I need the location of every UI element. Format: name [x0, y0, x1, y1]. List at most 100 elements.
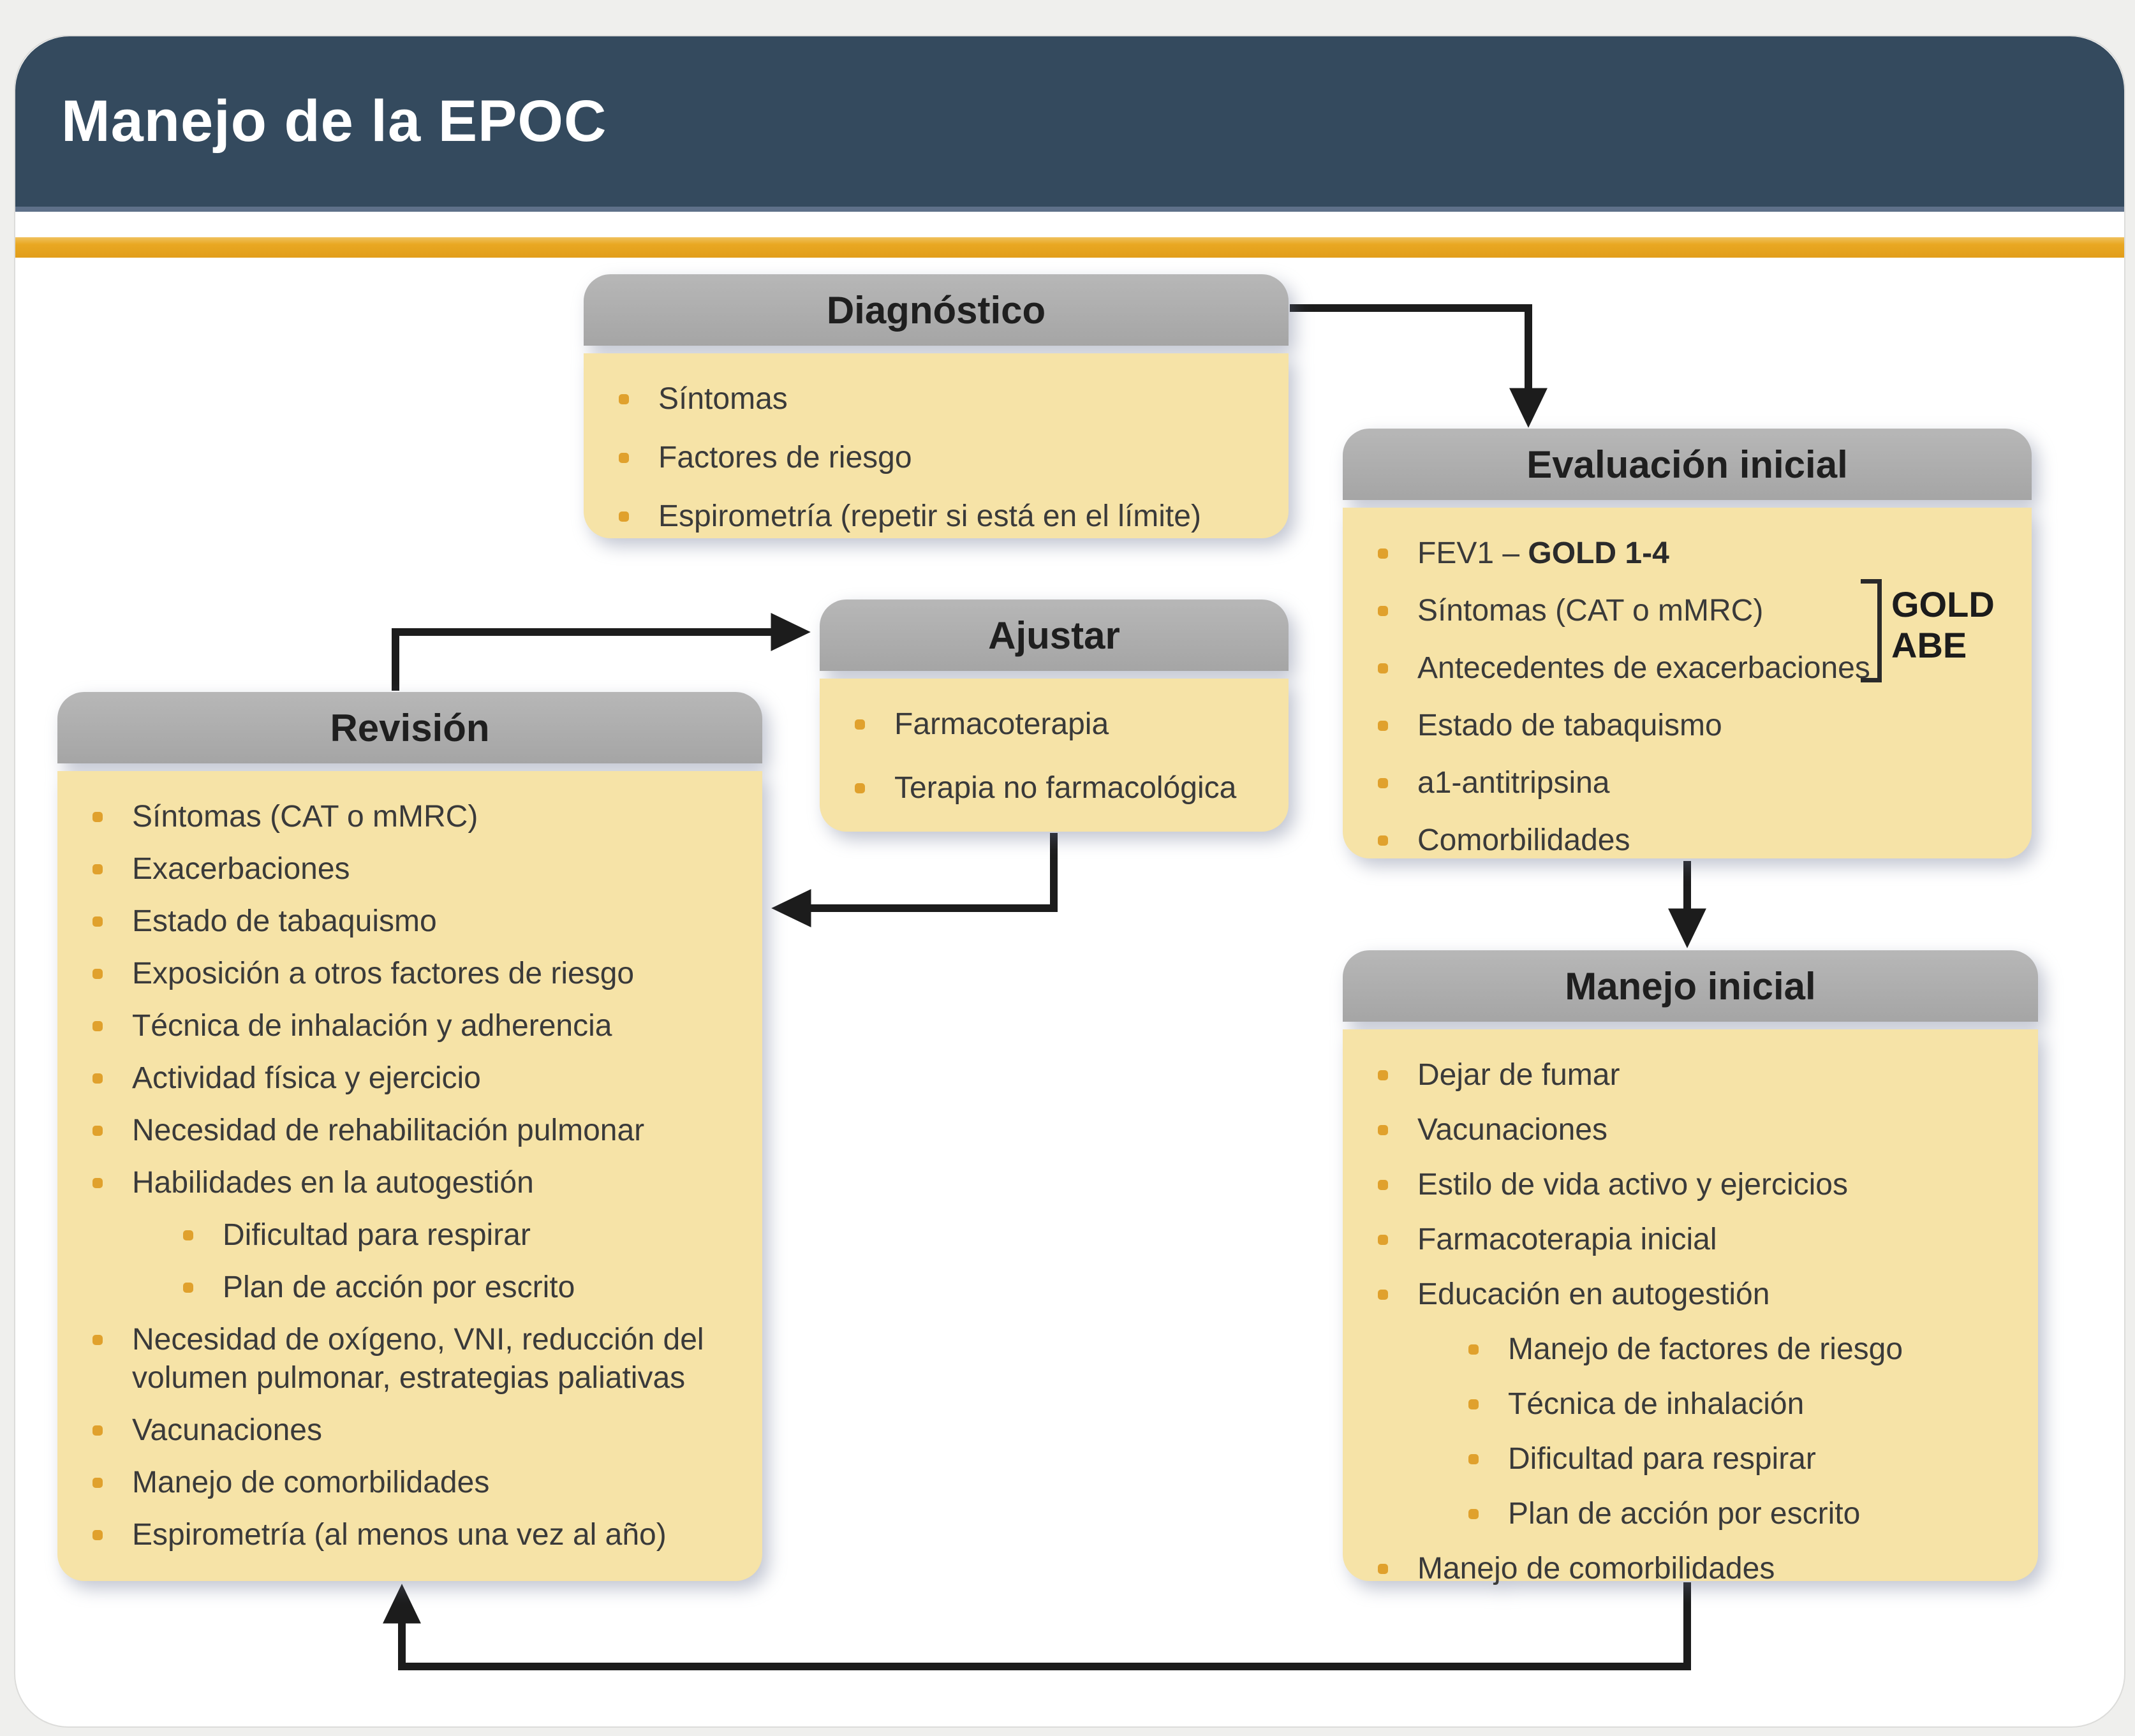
list-item-text: Dificultad para respirar [223, 1218, 531, 1252]
bullet-icon [92, 1021, 103, 1031]
accent-divider [15, 237, 2124, 258]
arrow-manejo-to-revision [383, 1582, 1691, 1670]
list-item-text: Plan de acción por escrito [223, 1270, 575, 1304]
list-item: Vacunaciones [1378, 1111, 2027, 1149]
list-item: Farmacoterapia inicial [1378, 1221, 2027, 1259]
list-item: Síntomas [619, 380, 1277, 418]
bullet-icon [1468, 1454, 1479, 1464]
list-item: a1-antitripsina [1378, 764, 2020, 802]
title-bar: Manejo de la EPOC [15, 36, 2124, 212]
node-title-text: Evaluación inicial [1526, 443, 1848, 486]
bullet-icon [619, 394, 629, 404]
node-revision: Revisión Síntomas (CAT o mMRC)Exacerbaci… [57, 692, 762, 1581]
list-item: Síntomas (CAT o mMRC) [1378, 592, 2020, 630]
list-item: Estilo de vida activo y ejercicios [1378, 1166, 2027, 1204]
list-item-text: Farmacoterapia [894, 707, 1109, 741]
list-item: Necesidad de rehabilitación pulmonar [92, 1112, 751, 1150]
list-item: Manejo de comorbilidades [92, 1464, 751, 1502]
bullet-icon [1378, 1564, 1388, 1574]
node-revision-title: Revisión [57, 692, 762, 763]
bullet-icon [1468, 1344, 1479, 1355]
arrow-ajustar-to-revision [771, 833, 1058, 927]
list-item: Vacunaciones [92, 1411, 751, 1450]
node-title-text: Diagnóstico [826, 288, 1046, 332]
list-item: Plan de acción por escrito [183, 1269, 751, 1307]
list-item: Factores de riesgo [619, 439, 1277, 477]
list-item: Estado de tabaquismo [92, 902, 751, 941]
list-item-text: Espirometría (repetir si está en el lími… [658, 499, 1201, 533]
bullet-icon [92, 812, 103, 822]
list-item: Farmacoterapia [855, 705, 1277, 744]
bullet-icon [1468, 1399, 1479, 1409]
list-item: Técnica de inhalación [1468, 1385, 2027, 1423]
gold-abe-line2: ABE [1891, 625, 1967, 665]
node-manejo-title: Manejo inicial [1343, 950, 2038, 1022]
list-item-text: a1-antitripsina [1417, 766, 1610, 800]
arrow-revision-to-ajustar [392, 613, 811, 691]
list-item: Estado de tabaquismo [1378, 707, 2020, 745]
bullet-icon [1378, 721, 1388, 731]
list-item-text: Vacunaciones [132, 1413, 322, 1447]
list-item: FEV1 – GOLD 1-4 [1378, 534, 2020, 573]
bullet-icon [92, 1073, 103, 1084]
bullet-icon [92, 1530, 103, 1540]
bullet-icon [1378, 663, 1388, 673]
bullet-icon [1378, 778, 1388, 788]
list-item-text: Técnica de inhalación [1508, 1387, 1805, 1421]
list-item-text: Estilo de vida activo y ejercicios [1417, 1168, 1848, 1202]
list-item-text: Plan de acción por escrito [1508, 1497, 1861, 1531]
page-title: Manejo de la EPOC [61, 89, 607, 154]
bullet-icon [1378, 1070, 1388, 1080]
bullet-icon [92, 969, 103, 979]
list-item-text: Exacerbaciones [132, 852, 350, 886]
list-item: Habilidades en la autogestión [92, 1164, 751, 1202]
list-item-text: Antecedentes de exacerbaciones [1417, 651, 1870, 685]
node-evaluacion-title: Evaluación inicial [1343, 429, 2032, 500]
list-item-text: Estado de tabaquismo [1417, 709, 1722, 742]
list-item-text: Dejar de fumar [1417, 1058, 1620, 1092]
list-item-text: Manejo de comorbilidades [1417, 1552, 1775, 1585]
list-item-text: Dificultad para respirar [1508, 1442, 1816, 1476]
bullet-icon [1378, 548, 1388, 559]
bullet-icon [1378, 1290, 1388, 1300]
bullet-icon [1468, 1509, 1479, 1519]
list-item: Exposición a otros factores de riesgo [92, 955, 751, 993]
node-title-text: Ajustar [988, 614, 1120, 657]
list-item: Comorbilidades [1378, 821, 2020, 860]
list-item-text: Síntomas [658, 382, 788, 416]
bullet-icon [619, 453, 629, 463]
list-item-text: Manejo de comorbilidades [132, 1466, 490, 1499]
list-item-text: FEV1 – GOLD 1-4 [1417, 536, 1669, 570]
list-item-text: Factores de riesgo [658, 441, 912, 474]
gold-abe-line1: GOLD [1891, 584, 1995, 624]
bullet-icon [92, 1425, 103, 1436]
list-item-text: Estado de tabaquismo [132, 904, 437, 938]
bullet-icon [92, 1178, 103, 1188]
bullet-icon [1378, 606, 1388, 616]
list-item: Antecedentes de exacerbaciones [1378, 649, 2020, 688]
bullet-icon [1378, 1180, 1388, 1190]
list-item-text: Habilidades en la autogestión [132, 1166, 534, 1200]
node-title-text: Manejo inicial [1565, 964, 1816, 1008]
list-item-text: Manejo de factores de riesgo [1508, 1332, 1903, 1366]
list-item-text: Farmacoterapia inicial [1417, 1223, 1717, 1256]
list-item: Manejo de factores de riesgo [1468, 1330, 2027, 1369]
bullet-icon [183, 1230, 193, 1240]
list-item: Espirometría (al menos una vez al año) [92, 1516, 751, 1554]
list-item-text: Síntomas (CAT o mMRC) [1417, 594, 1764, 628]
list-item-text: Actividad física y ejercicio [132, 1061, 481, 1095]
list-item: Necesidad de oxígeno, VNI, reducción del… [92, 1321, 751, 1397]
bullet-icon [855, 783, 865, 793]
node-ajustar-title: Ajustar [820, 600, 1289, 671]
bullet-icon [92, 1335, 103, 1345]
